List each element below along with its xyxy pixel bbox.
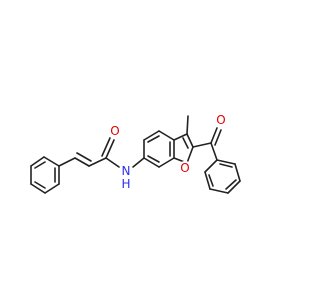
atom-ring-oxygen: O [178, 161, 192, 175]
svg-text:O: O [216, 113, 225, 127]
amide-group [101, 137, 145, 168]
vinyl-linker [58, 152, 107, 167]
right-phenyl-ring [204, 159, 241, 194]
svg-text:O: O [180, 161, 189, 175]
ketone-group [192, 127, 222, 161]
svg-text:H: H [121, 177, 130, 191]
molecule-canvas: O N H O O [30, 113, 241, 194]
atom-amide-oxygen: O [108, 124, 122, 138]
benzofuran-benzene-ring [143, 130, 175, 168]
structure-diagram: O N H O O [30, 113, 241, 194]
left-phenyl-ring [30, 156, 60, 194]
atom-ketone-oxygen: O [214, 113, 228, 127]
atom-amide-nitrogen: N [119, 164, 133, 178]
svg-text:N: N [122, 164, 131, 178]
furan-ring [173, 133, 194, 164]
svg-text:O: O [110, 124, 119, 138]
atom-amide-hydrogen: H [120, 177, 132, 191]
methyl-group [186, 115, 189, 135]
